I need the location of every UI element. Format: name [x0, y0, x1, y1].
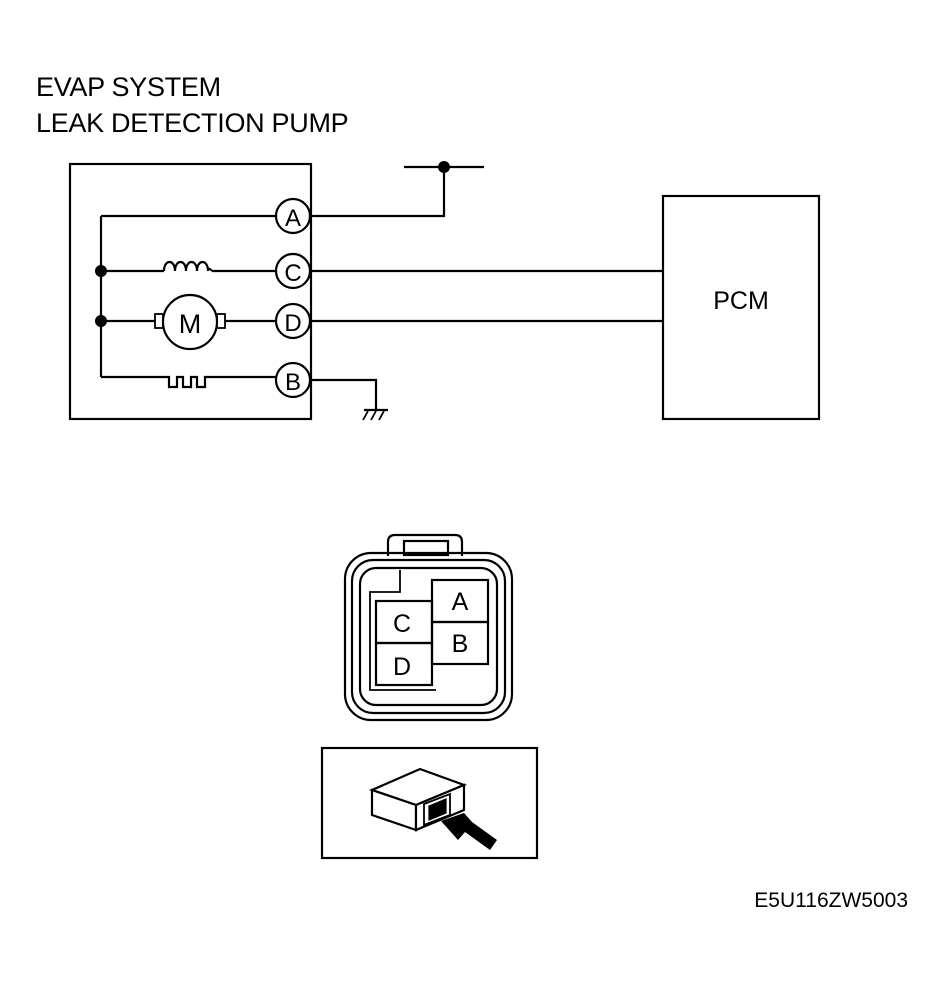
- connector-housing-wall: [358, 566, 499, 707]
- wire-a-power-feed: [311, 167, 446, 218]
- pump-unit-box: [68, 162, 313, 421]
- connector-inner-shell: [350, 558, 507, 715]
- view-arrow-icon: [441, 813, 497, 850]
- wire-b-to-ground: [311, 378, 378, 410]
- connector-keyway: [369, 570, 436, 691]
- motor-brush-left: [154, 313, 164, 329]
- terminal-b: B: [274, 361, 312, 399]
- figure-code: E5U116ZW5003: [754, 889, 908, 912]
- pcm-label: PCM: [713, 287, 769, 315]
- pin-cell-d: [374, 641, 434, 687]
- connector-face-view: A B C D: [343, 533, 514, 722]
- junction-dot: [438, 161, 450, 173]
- pin-label-c: C: [393, 610, 411, 638]
- ground-icon: [362, 408, 388, 421]
- terminal-c-label: C: [284, 260, 301, 287]
- heater-element-icon: [162, 375, 211, 389]
- terminal-a-label: A: [285, 205, 301, 232]
- terminal-d: D: [274, 302, 312, 340]
- terminal-b-label: B: [285, 369, 301, 396]
- pin-label-d: D: [393, 653, 411, 681]
- terminal-d-label: D: [284, 310, 301, 337]
- solenoid-coil-icon: [162, 260, 213, 272]
- pin-label-b: B: [452, 630, 469, 658]
- motor-label: M: [179, 309, 202, 339]
- terminal-a: A: [274, 197, 312, 235]
- diagram-title-line-2: LEAK DETECTION PUMP: [36, 108, 349, 138]
- connector-outer-shell: [343, 551, 514, 722]
- view-direction-inset: [320, 746, 539, 860]
- connector-latch-slot: [402, 539, 450, 557]
- connector-3d-icon: [368, 767, 468, 832]
- connector-latch: [386, 533, 464, 556]
- pin-label-a: A: [452, 588, 469, 616]
- motor-brush-right: [216, 313, 226, 329]
- diagram-title-line-1: EVAP SYSTEM: [36, 72, 221, 102]
- terminal-c: C: [274, 252, 312, 290]
- pcm-box: [661, 194, 821, 421]
